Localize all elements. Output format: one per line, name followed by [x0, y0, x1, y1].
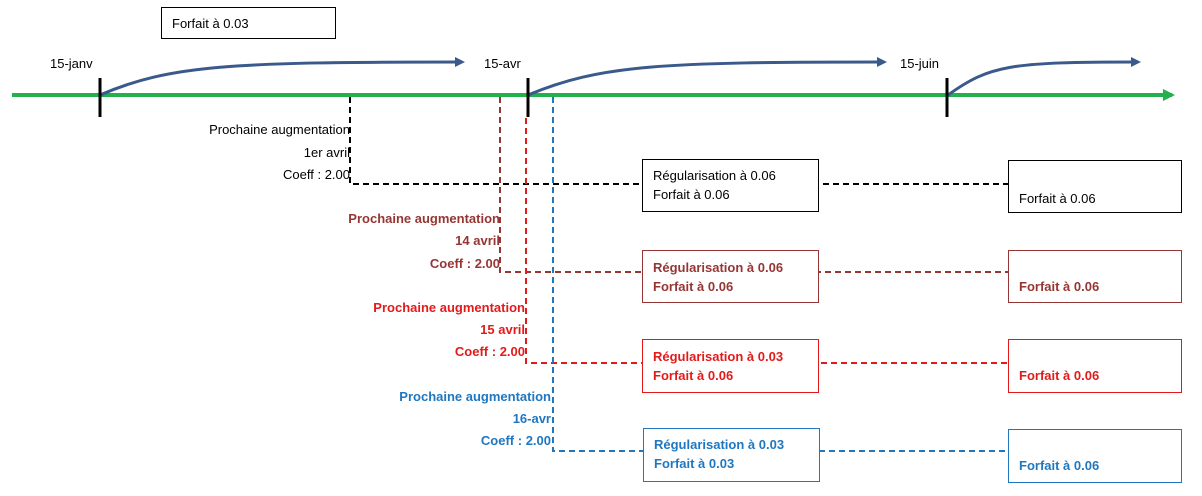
scenario-1-label-date: 1er avril: [303, 145, 350, 160]
date-label-juin: 15-juin: [900, 56, 940, 71]
scenario-3-label-date: 15 avril: [480, 322, 525, 337]
scenario-2-label-coeff: Coeff : 2.00: [429, 256, 500, 271]
top-forfait-box: Forfait à 0.03: [161, 7, 336, 39]
date-label-janv: 15-janv: [50, 56, 93, 71]
scenario-1-label-coeff: Coeff : 2.00: [283, 167, 350, 182]
scenario-2-final-text: Forfait à 0.06: [1019, 279, 1100, 294]
date-label-avr: 15-avr: [484, 56, 521, 71]
connector-brown: [499, 97, 1008, 273]
scenario-2-label-title: Prochaine augmentation: [348, 211, 500, 226]
scenario-4-forfait-text: Forfait à 0.03: [654, 456, 735, 471]
top-forfait-text: Forfait à 0.03: [172, 16, 249, 31]
scenario-4-label-title: Prochaine augmentation: [399, 389, 551, 404]
scenario-3-regularisation-text: Régularisation à 0.03: [653, 349, 784, 364]
scenario-1-label-title: Prochaine augmentation: [209, 122, 350, 137]
period-arrow-1: [99, 57, 465, 97]
connector-blue: [552, 97, 1008, 452]
scenario-3-label-title: Prochaine augmentation: [373, 300, 525, 315]
scenario-4-label-coeff: Coeff : 2.00: [480, 433, 551, 448]
scenario-2-final-box: Forfait à 0.06: [1008, 250, 1182, 303]
scenario-1-final-box: Forfait à 0.06: [1008, 160, 1182, 213]
scenario-3-final-text: Forfait à 0.06: [1019, 368, 1100, 383]
scenario-4-regularisation-text: Régularisation à 0.03: [654, 437, 785, 452]
scenario-1-forfait-text: Forfait à 0.06: [653, 187, 730, 202]
scenario-4-final-box: Forfait à 0.06: [1008, 429, 1182, 483]
scenario-2-regularisation-text: Régularisation à 0.06: [653, 260, 784, 275]
scenario-1-regularisation-box: Régularisation à 0.06 Forfait à 0.06: [642, 159, 819, 212]
scenario-4-regularisation-box: Régularisation à 0.03 Forfait à 0.03: [643, 428, 820, 482]
scenario-3-label-coeff: Coeff : 2.00: [454, 344, 525, 359]
connector-red: [525, 118, 1008, 364]
scenario-1-regularisation-text: Régularisation à 0.06: [653, 168, 776, 183]
scenario-2-label-date: 14 avril: [455, 233, 500, 248]
scenario-4-label-date: 16-avr: [512, 411, 551, 426]
scenario-4-final-text: Forfait à 0.06: [1019, 458, 1100, 473]
period-arrow-3: [947, 57, 1141, 97]
scenario-3-regularisation-box: Régularisation à 0.03 Forfait à 0.06: [642, 339, 819, 393]
scenario-2-regularisation-box: Régularisation à 0.06 Forfait à 0.06: [642, 250, 819, 303]
scenario-3-forfait-text: Forfait à 0.06: [653, 368, 734, 383]
period-arrow-2: [527, 57, 887, 97]
scenario-3-final-box: Forfait à 0.06: [1008, 339, 1182, 393]
scenario-2-forfait-text: Forfait à 0.06: [653, 279, 734, 294]
scenario-1-final-text: Forfait à 0.06: [1019, 191, 1096, 206]
